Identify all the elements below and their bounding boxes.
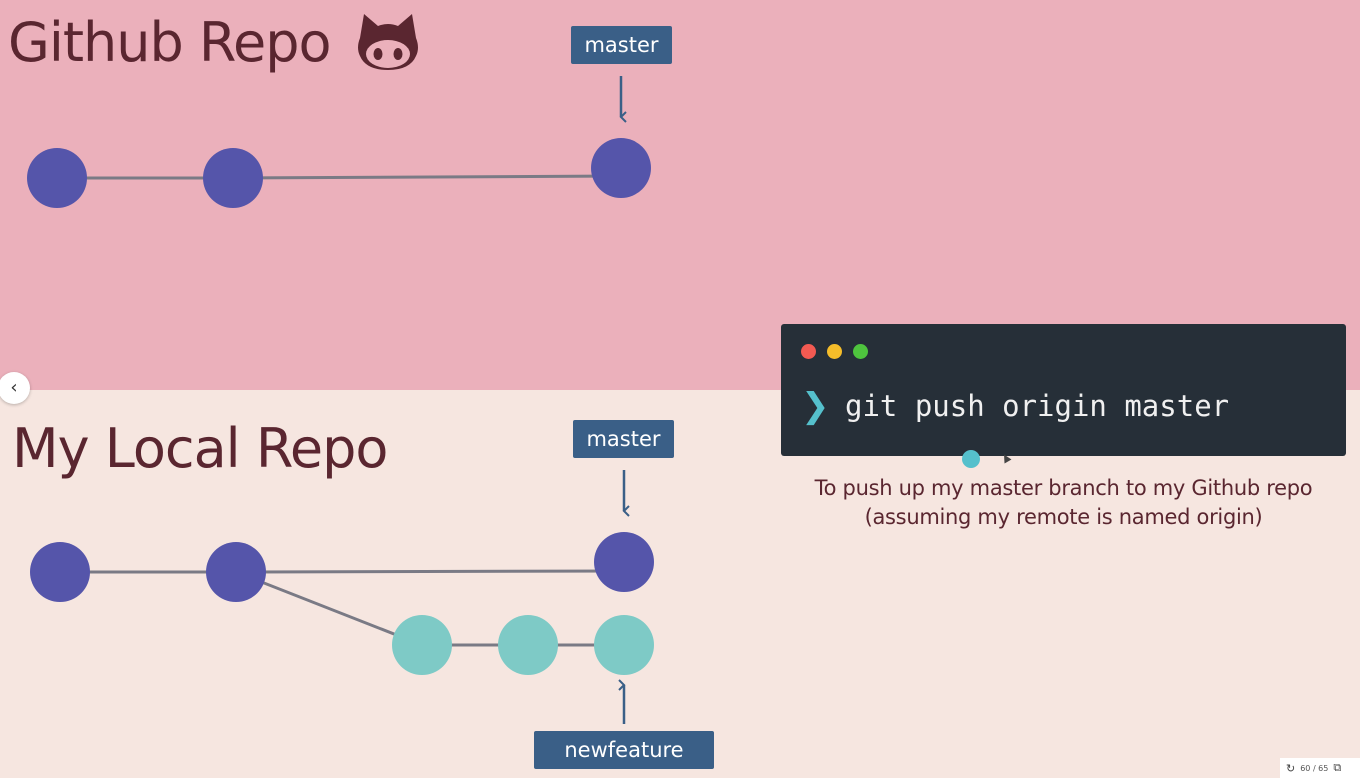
feature-commit [594,615,654,675]
minimize-window-dot [827,344,842,359]
github-repo-title: Github Repo [8,11,332,74]
github-edge-2 [232,174,622,180]
command-caption: To push up my master branch to my Github… [781,474,1346,532]
slide-counter: 60 / 65 [1300,763,1329,773]
slide-footer-bar: ↻ 60 / 65 ⧉ [1280,758,1360,778]
local-master-commit [206,542,266,602]
feature-commit [392,615,452,675]
feature-branch-edge [235,570,423,647]
previous-slide-button[interactable]: ‹ [0,372,30,404]
local-master-edge-2 [235,569,625,574]
maximize-window-dot [853,344,868,359]
cursor-highlight-dot [962,450,980,468]
fullscreen-icon[interactable]: ⧉ [1333,761,1342,774]
github-master-branch-label: master [571,26,672,64]
local-master-branch-label: master [573,420,674,458]
chevron-left-icon: ‹ [10,377,18,398]
feature-commit [498,615,558,675]
local-repo-title: My Local Repo [12,417,388,480]
close-window-dot [801,344,816,359]
newfeature-branch-label: newfeature [534,731,714,769]
local-master-commit [594,532,654,592]
github-commit [591,138,651,198]
github-commit [203,148,263,208]
terminal-window: ❯ git push origin master [781,324,1346,456]
local-master-commit [30,542,90,602]
reload-icon[interactable]: ↻ [1286,761,1296,775]
octocat-icon [358,14,418,70]
caption-line-2: (assuming my remote is named origin) [864,505,1263,529]
github-commit [27,148,87,208]
prompt-chevron-icon: ❯ [801,386,830,426]
terminal-command: git push origin master [845,389,1230,423]
caption-line-1: To push up my master branch to my Github… [814,476,1313,500]
